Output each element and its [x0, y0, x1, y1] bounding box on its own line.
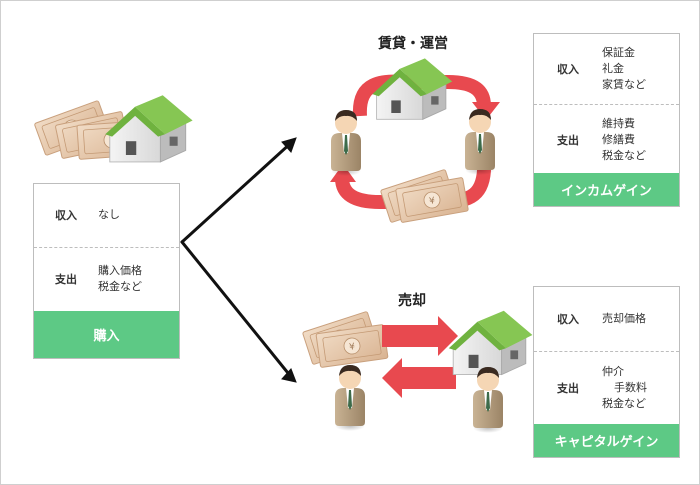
- income-label: 収入: [55, 209, 77, 222]
- income-values: 保証金 礼金 家賃など: [602, 45, 646, 93]
- income-value: 売却価格: [602, 312, 646, 325]
- purchase-info-box: 収入 なし 支出 購入価格 税金など 購入: [33, 183, 180, 359]
- house-icon: [104, 94, 194, 163]
- expense-item: 修繕費: [602, 133, 635, 146]
- expense-item: 購入価格: [98, 264, 142, 277]
- income-gain-footer: インカムゲイン: [534, 173, 679, 206]
- sale-info-box: 収入 売却価格 支出 仲介 手数料 税金など キャピタルゲイン: [533, 286, 680, 458]
- person-icon: [335, 365, 365, 431]
- person-icon: [473, 367, 503, 433]
- operation-info-box: 収入 保証金 礼金 家賃など 支出 維持費 修繕費 税金など インカムゲイン: [533, 33, 680, 207]
- expense-row: 支出 仲介 手数料 税金など: [534, 352, 679, 424]
- expense-row: 支出 維持費 修繕費 税金など: [534, 105, 679, 175]
- expense-values: 維持費 修繕費 税金など: [602, 116, 646, 164]
- person-icon: [331, 110, 361, 176]
- income-item: 保証金: [602, 46, 635, 59]
- expense-item: 仲介: [602, 365, 624, 378]
- income-value: なし: [98, 208, 120, 221]
- divider: [534, 104, 679, 105]
- expense-item: 税金など: [602, 149, 646, 162]
- expense-values: 購入価格 税金など: [98, 263, 142, 295]
- expense-item: 税金など: [602, 397, 646, 410]
- expense-row: 支出 購入価格 税金など: [34, 248, 179, 310]
- divider: [34, 247, 179, 248]
- income-item: 礼金: [602, 62, 624, 75]
- expense-item: 手数料: [614, 381, 647, 394]
- income-item: 家賃など: [602, 78, 646, 91]
- expense-label: 支出: [55, 273, 77, 286]
- branch-arrow-icon: [180, 137, 297, 383]
- income-row: 収入 なし: [34, 184, 179, 246]
- purchase-illustration: [33, 94, 194, 163]
- expense-values: 仲介 手数料 税金など: [602, 364, 647, 412]
- income-label: 収入: [557, 313, 579, 326]
- income-row: 収入 保証金 礼金 家賃など: [534, 34, 679, 104]
- sale-title: 売却: [398, 293, 426, 309]
- expense-label: 支出: [557, 382, 579, 395]
- person-icon: [465, 109, 495, 175]
- operation-title: 賃貸・運営: [378, 36, 448, 52]
- house-icon: [371, 57, 453, 120]
- purchase-footer: 購入: [34, 311, 179, 358]
- house-icon: [448, 310, 533, 376]
- divider: [534, 351, 679, 352]
- capital-gain-footer: キャピタルゲイン: [534, 424, 679, 457]
- income-label: 収入: [557, 63, 579, 76]
- expense-item: 税金など: [98, 280, 142, 293]
- income-row: 収入 売却価格: [534, 287, 679, 351]
- exchange-arrow-icon: [382, 316, 458, 398]
- expense-item: 維持費: [602, 117, 635, 130]
- expense-label: 支出: [557, 134, 579, 147]
